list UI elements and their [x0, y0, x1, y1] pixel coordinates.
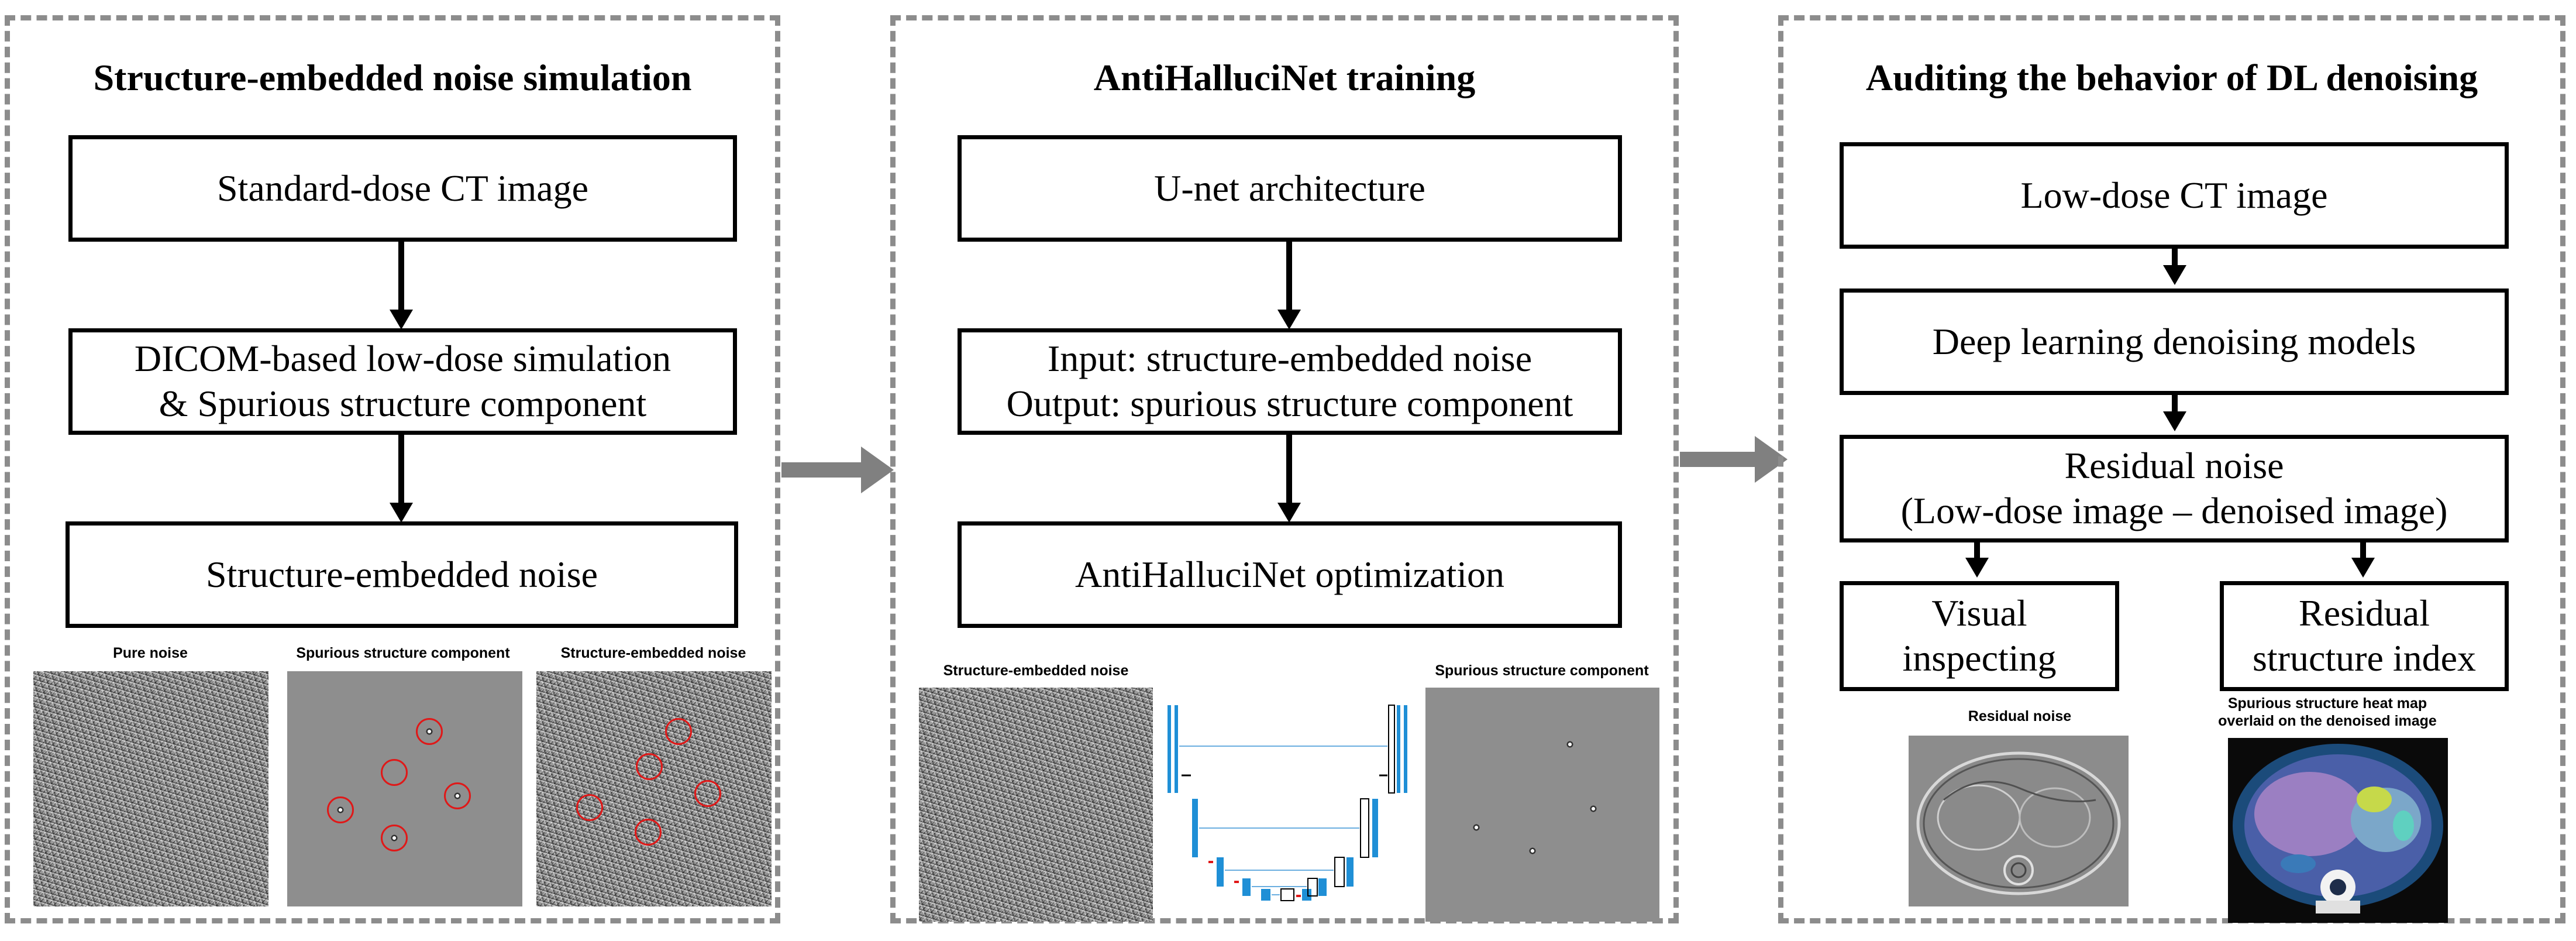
structure-embedded-noise-image [536, 671, 772, 906]
spurious-spot [1528, 847, 1537, 855]
panel-auditing: Auditing the behavior of DL denoising Lo… [1778, 15, 2565, 923]
box-text: DICOM-based low-dose simulation [134, 338, 671, 380]
box-antihallucinet-optimization: AntiHalluciNet optimization [958, 521, 1622, 628]
box-text: Residual [2299, 592, 2430, 634]
highlight-circle [576, 794, 603, 821]
unet-diagram [1168, 705, 1407, 901]
panel-noise-simulation: Structure-embedded noise simulation Stan… [5, 15, 780, 923]
spurious-spot [1566, 740, 1574, 748]
highlight-circle [381, 759, 408, 786]
spurious-spot [390, 834, 398, 842]
caption-spurious-structure: Spurious structure component [296, 645, 510, 661]
spurious-structure-image [287, 671, 522, 906]
panel-antihallucinet-training: AntiHalluciNet training U-net architectu… [890, 15, 1679, 923]
caption-output-spurious: Spurious structure component [1435, 662, 1649, 679]
box-text: Residual noise [2064, 445, 2284, 487]
box-text: Input: structure-embedded noise [1047, 338, 1532, 380]
box-text: Visual [1931, 592, 2027, 634]
box-text: Standard-dose CT image [216, 167, 589, 209]
caption-residual-noise: Residual noise [1968, 708, 2072, 724]
box-residual-noise: Residual noise (Low-dose image – denoise… [1840, 435, 2509, 542]
caption-pure-noise: Pure noise [113, 645, 188, 661]
box-low-dose-simulation: DICOM-based low-dose simulation & Spurio… [68, 328, 737, 435]
arrow-down [1286, 242, 1292, 311]
arrow-down [398, 242, 404, 311]
box-text: & Spurious structure component [159, 383, 647, 424]
highlight-circle [416, 718, 443, 745]
box-standard-dose-ct: Standard-dose CT image [68, 135, 737, 242]
box-text: U-net architecture [1154, 167, 1425, 209]
highlight-circle [635, 819, 662, 846]
input-noise-image [919, 688, 1153, 922]
highlight-circle [444, 782, 471, 809]
box-residual-structure-index: Residual structure index [2220, 581, 2509, 691]
spurious-spot [1589, 805, 1597, 813]
spurious-spot [336, 806, 345, 814]
spurious-spot [453, 792, 462, 800]
box-text: (Low-dose image – denoised image) [1900, 490, 2448, 531]
arrow-down [1974, 542, 1980, 559]
residual-noise-image [1909, 736, 2129, 906]
panel-title: AntiHalluciNet training [1093, 57, 1476, 98]
box-input-output: Input: structure-embedded noise Output: … [958, 328, 1622, 435]
box-text: Low-dose CT image [2020, 174, 2328, 216]
arrow-down [1286, 435, 1292, 504]
panel-title: Structure-embedded noise simulation [93, 57, 692, 98]
box-text: Structure-embedded noise [206, 553, 598, 595]
caption-structure-embedded: Structure-embedded noise [560, 645, 746, 661]
box-visual-inspecting: Visual inspecting [1840, 581, 2119, 691]
highlight-circle [694, 780, 721, 807]
arrow-down [2172, 249, 2178, 266]
highlight-circle [327, 796, 354, 823]
residual-ct-drawing [1916, 751, 2121, 895]
box-dl-denoising-models: Deep learning denoising models [1840, 289, 2509, 395]
flow-arrow-to-training [781, 462, 862, 478]
caption-input-noise: Structure-embedded noise [943, 662, 1129, 679]
highlight-circle [665, 718, 692, 745]
highlight-circle [381, 825, 408, 851]
highlight-circle [636, 753, 663, 780]
spurious-spot [425, 727, 433, 736]
heat-map-ct-drawing [2233, 744, 2443, 913]
spurious-spot [1472, 823, 1480, 832]
box-text: inspecting [1902, 637, 2057, 679]
output-spurious-image [1425, 688, 1659, 922]
box-structure-embedded-noise: Structure-embedded noise [66, 521, 738, 628]
arrow-down [398, 435, 404, 504]
flow-arrow-to-auditing [1680, 452, 1756, 467]
panel-title: Auditing the behavior of DL denoising [1865, 57, 2478, 98]
box-text: Output: spurious structure component [1006, 383, 1573, 424]
box-text: structure index [2252, 637, 2477, 679]
pure-noise-image [33, 671, 268, 906]
box-text: Deep learning denoising models [1932, 320, 2416, 362]
heat-map-image [2228, 738, 2448, 923]
caption-heat-map: Spurious structure heat map overlaid on … [2218, 695, 2437, 729]
box-low-dose-ct: Low-dose CT image [1840, 142, 2509, 249]
arrow-down [2360, 542, 2366, 559]
box-unet-architecture: U-net architecture [958, 135, 1622, 242]
box-text: AntiHalluciNet optimization [1075, 553, 1505, 595]
arrow-down [2172, 395, 2178, 413]
